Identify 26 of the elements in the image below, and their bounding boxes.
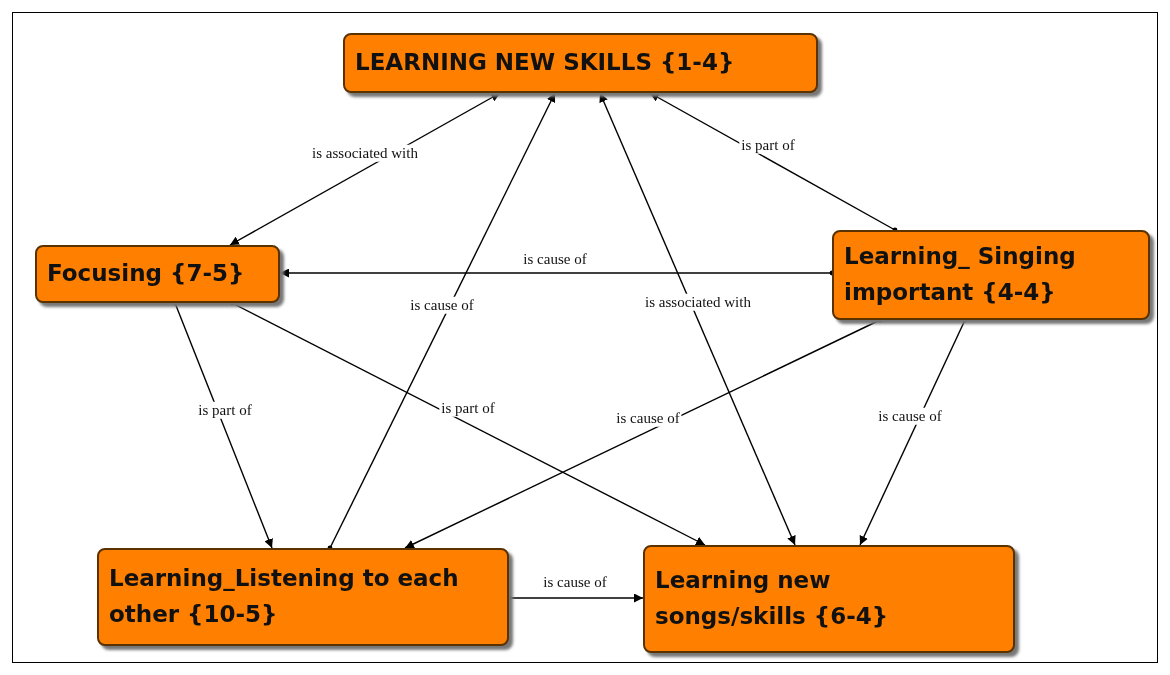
concept-text: Learning_Listening to each other {10-5} [109, 564, 460, 629]
edge-label: is cause of [614, 409, 682, 427]
arrow [327, 92, 556, 551]
arrow [404, 317, 883, 549]
concept-text: Focusing {7-5} [47, 259, 245, 289]
edge-label: is associated with [310, 144, 420, 162]
concept-text: Learning_ Singing important {4-4} [844, 242, 1077, 307]
edge-label: is part of [439, 399, 497, 417]
concept-box [97, 548, 509, 646]
edge-label: is part of [196, 401, 254, 419]
concept-text: Learning new songs/skills {6-4} [655, 566, 890, 631]
edge-label: is associated with [643, 293, 753, 311]
arrow [859, 317, 968, 546]
edge-label: is part of [739, 136, 797, 154]
arrow [229, 92, 501, 246]
concept-box [643, 545, 1015, 653]
arrow [649, 92, 898, 233]
concept-box [343, 33, 818, 93]
arrow [229, 300, 706, 546]
concept-text: LEARNING NEW SKILLS {1-4} [355, 48, 735, 78]
concept-box [832, 230, 1150, 320]
arrow [172, 300, 273, 549]
edge-label: is cause of [408, 296, 476, 314]
arrow [599, 92, 796, 546]
concept-box [35, 245, 280, 303]
edge-label: is cause of [876, 407, 944, 425]
